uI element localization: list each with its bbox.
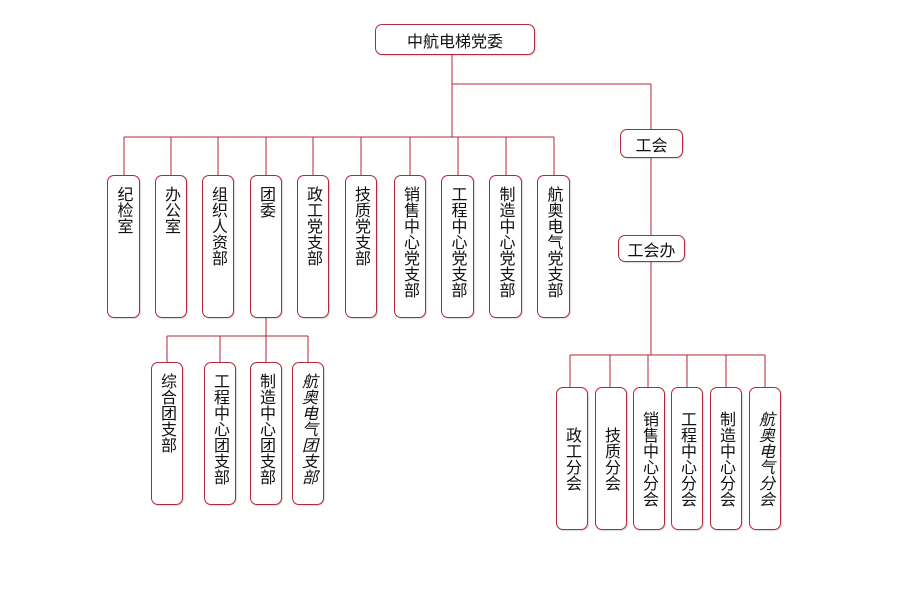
org-node-label: 制造中心分会 xyxy=(717,410,736,507)
org-node-label: 中航电梯党委 xyxy=(406,31,503,51)
org-node-manufacturing-branch[interactable]: 制造中心党支部 xyxy=(489,175,522,318)
org-node-union-quality[interactable]: 技质分会 xyxy=(595,387,627,530)
org-node-general-office[interactable]: 办公室 xyxy=(155,175,187,318)
org-node-label: 办公室 xyxy=(162,186,181,234)
org-node-label: 组织人资部 xyxy=(209,186,228,266)
org-node-label: 工程中心分会 xyxy=(678,410,697,507)
org-node-label: 团委 xyxy=(257,186,276,218)
org-node-label: 工会 xyxy=(635,135,668,155)
org-node-union-sales[interactable]: 销售中心分会 xyxy=(633,387,665,530)
org-node-hr-department[interactable]: 组织人资部 xyxy=(202,175,234,318)
org-node-union-political[interactable]: 政工分会 xyxy=(556,387,588,530)
org-node-league-engineering[interactable]: 工程中心团支部 xyxy=(204,362,236,505)
org-node-label: 制造中心团支部 xyxy=(257,373,276,485)
org-node-label: 技质分会 xyxy=(602,426,621,491)
org-node-discipline-office[interactable]: 纪检室 xyxy=(107,175,140,318)
org-node-union-office[interactable]: 工会办 xyxy=(618,235,685,262)
org-node-engineering-branch[interactable]: 工程中心党支部 xyxy=(441,175,474,318)
org-node-league-general[interactable]: 综合团支部 xyxy=(151,362,183,505)
org-node-label: 技质党支部 xyxy=(352,186,371,266)
org-node-sales-branch[interactable]: 销售中心党支部 xyxy=(394,175,426,318)
org-node-youth-league[interactable]: 团委 xyxy=(250,175,282,318)
org-node-union-manufacturing[interactable]: 制造中心分会 xyxy=(710,387,742,530)
org-node-label: 政工党支部 xyxy=(304,186,323,266)
org-node-label: 销售中心党支部 xyxy=(401,186,420,298)
org-node-union[interactable]: 工会 xyxy=(620,129,683,158)
org-node-label: 销售中心分会 xyxy=(640,410,659,507)
org-node-root[interactable]: 中航电梯党委 xyxy=(375,24,535,55)
org-node-label: 工会办 xyxy=(627,240,676,260)
org-node-label: 航奥电气分会 xyxy=(756,410,775,507)
org-node-political-branch[interactable]: 政工党支部 xyxy=(297,175,329,318)
org-node-union-engineering[interactable]: 工程中心分会 xyxy=(671,387,703,530)
org-node-label: 航奥电气党支部 xyxy=(544,186,564,298)
org-node-label: 制造中心党支部 xyxy=(496,186,516,298)
org-node-label: 航奥电气团支部 xyxy=(299,373,318,485)
org-node-quality-branch[interactable]: 技质党支部 xyxy=(345,175,377,318)
org-node-hangao-branch[interactable]: 航奥电气党支部 xyxy=(537,175,570,318)
org-node-league-manufacturing[interactable]: 制造中心团支部 xyxy=(250,362,282,505)
org-node-label: 工程中心党支部 xyxy=(448,186,468,298)
org-node-label: 综合团支部 xyxy=(158,373,177,453)
org-node-union-hangao[interactable]: 航奥电气分会 xyxy=(749,387,781,530)
org-node-label: 政工分会 xyxy=(563,426,582,491)
org-node-label: 工程中心团支部 xyxy=(211,373,230,485)
org-node-league-hangao[interactable]: 航奥电气团支部 xyxy=(292,362,324,505)
org-node-label: 纪检室 xyxy=(114,186,134,234)
